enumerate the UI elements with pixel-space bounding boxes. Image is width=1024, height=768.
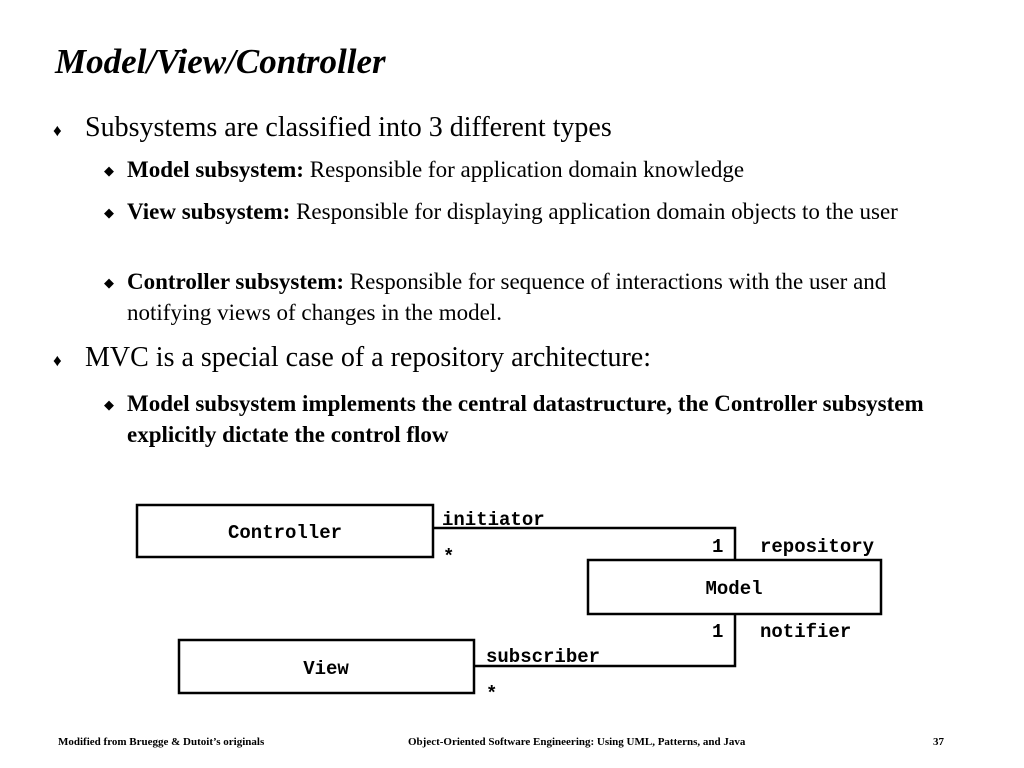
slide-title: Model/View/Controller — [55, 42, 386, 81]
multiplicity-repository: 1 — [712, 536, 723, 558]
bullet-icon: ♦ — [53, 121, 62, 140]
sub-bullet-icon: ◆ — [104, 205, 114, 220]
footer-credit: Modified from Bruegge & Dutoit’s origina… — [58, 736, 265, 748]
sub-bullet-text: Responsible for displaying application d… — [290, 199, 898, 224]
sub-bullet-label: Controller subsystem: — [127, 269, 345, 294]
sub-bullet-text: Responsible for application domain knowl… — [303, 157, 745, 182]
model-label: Model — [705, 578, 762, 600]
role-repository: repository — [760, 536, 875, 558]
sub-bullet-view: View subsystem: Responsible for displayi… — [127, 196, 967, 227]
sub-bullet-icon: ◆ — [104, 163, 114, 178]
sub-bullet-text: Responsible for sequence of interactions… — [127, 269, 887, 325]
role-subscriber: subscriber — [486, 646, 600, 668]
bullet-text: Subsystems are classified into 3 differe… — [85, 112, 612, 143]
view-model-association — [474, 614, 737, 668]
role-initiator: initiator — [442, 509, 545, 531]
controller-model-association — [433, 526, 737, 560]
view-box — [177, 638, 476, 695]
page-number: 37 — [933, 736, 944, 748]
sub-bullet-model: Model subsystem: Responsible for applica… — [127, 154, 967, 185]
controller-box — [135, 503, 435, 559]
role-notifier: notifier — [760, 621, 851, 643]
multiplicity-view: * — [486, 683, 497, 705]
sub-bullet-icon: ◆ — [104, 275, 114, 290]
footer-book-title: Object-Oriented Software Engineering: Us… — [408, 736, 746, 748]
multiplicity-controller: * — [443, 546, 454, 568]
view-label: View — [303, 658, 349, 680]
sub-bullet-icon: ◆ — [104, 397, 114, 412]
sub-bullet-label: View subsystem: — [127, 199, 291, 224]
sub-bullet-label: Model subsystem: — [127, 157, 304, 182]
sub-bullet-mvc: Model subsystem implements the central d… — [127, 391, 924, 447]
bullet-text: MVC is a special case of a repository ar… — [85, 342, 652, 373]
bullet-icon: ♦ — [53, 351, 62, 370]
sub-bullet-controller: Controller subsystem: Responsible for se… — [127, 266, 967, 328]
controller-label: Controller — [228, 522, 342, 544]
multiplicity-notifier: 1 — [712, 621, 723, 643]
